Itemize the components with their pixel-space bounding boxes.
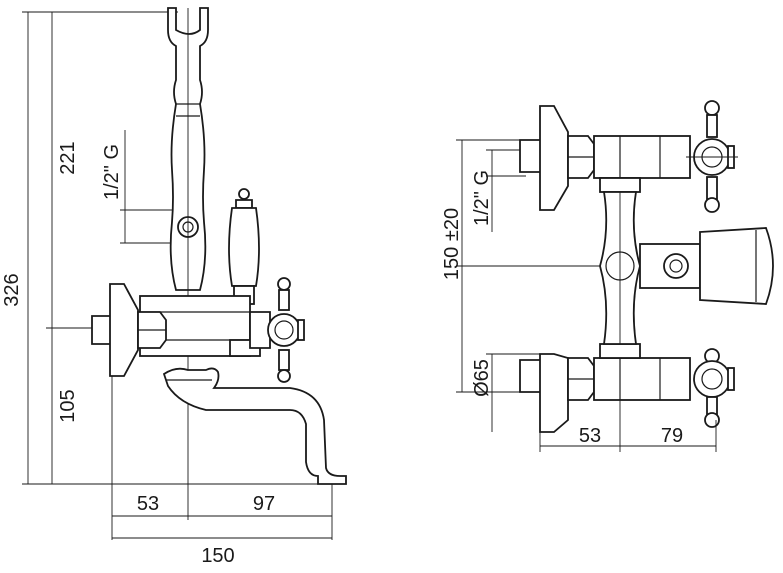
dim-150-label: 150 (201, 545, 234, 567)
cross-handle-upper (686, 100, 738, 213)
dim-53-right-label: 53 (579, 425, 601, 447)
cross-handle-lower (693, 348, 735, 428)
right-view: 150 ±20 1/2" G Ø65 (441, 100, 774, 452)
dim-326-label: 326 (1, 273, 23, 306)
dimension-53-97: 53 97 (111, 376, 333, 540)
diverter-handle (228, 188, 260, 305)
dim-thread-right-label: 1/2" G (471, 170, 493, 226)
dim-53-left-label: 53 (137, 493, 159, 515)
upper-connection (519, 105, 691, 211)
lower-connection (519, 343, 691, 433)
dimension-thread-left: 1/2" G (101, 130, 190, 244)
dim-97-label: 97 (253, 493, 275, 515)
cross-handle-left (267, 277, 305, 383)
dimension-150-20: 150 ±20 (441, 139, 740, 393)
dim-d65-label: Ø65 (471, 359, 493, 397)
mixer-body (91, 283, 276, 377)
dim-thread-left-label: 1/2" G (101, 144, 123, 200)
left-view: 326 221 105 1/2" G (1, 7, 347, 567)
dimension-150: 150 (112, 537, 332, 567)
dim-221-label: 221 (57, 141, 79, 174)
dimension-221-105: 221 105 (46, 12, 100, 484)
dimension-53-79: 53 79 (539, 400, 717, 452)
dim-79-label: 79 (661, 425, 683, 447)
dimension-d65: Ø65 (471, 353, 540, 432)
dim-105-label: 105 (57, 389, 79, 422)
dim-150-20-label: 150 ±20 (441, 208, 463, 280)
dimension-thread-right: 1/2" G (471, 149, 526, 232)
spout (162, 367, 347, 485)
dimension-326: 326 (1, 11, 330, 485)
spout-outlet (639, 227, 774, 305)
vertical-body (599, 191, 641, 345)
